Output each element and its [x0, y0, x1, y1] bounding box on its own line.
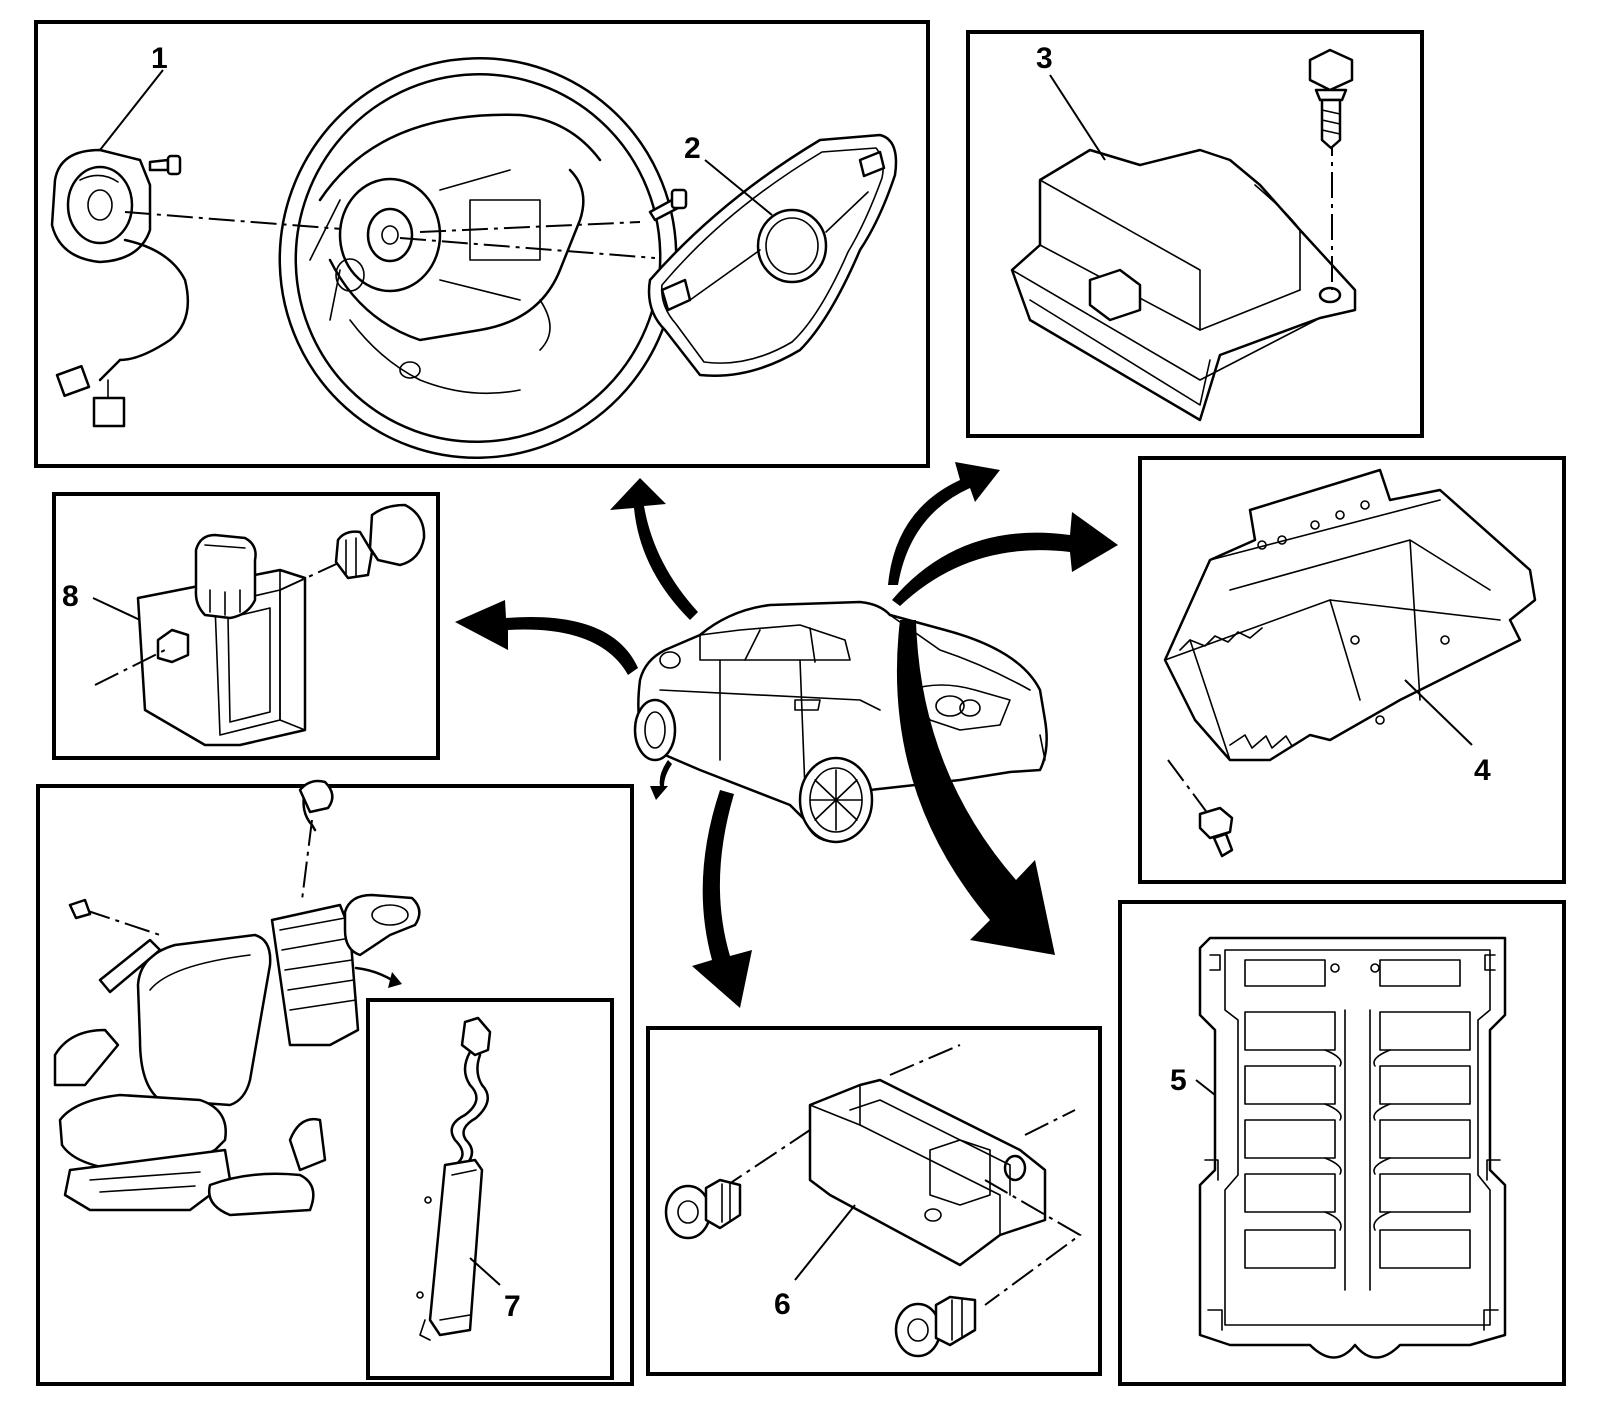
callout-8: 8: [62, 580, 79, 613]
panel-seat-sensor-mat: [1118, 900, 1566, 1386]
panel-passenger-airbag: [1138, 456, 1566, 884]
passenger-airbag-bolt: [1198, 806, 1234, 858]
impact-sensor: [808, 1078, 1047, 1267]
panel-sensing-module: [966, 30, 1424, 438]
callout-2: 2: [684, 132, 701, 165]
panel-steering-wheel: [34, 20, 930, 468]
panel-connector: [52, 492, 440, 760]
callout-1: 1: [151, 42, 168, 75]
pointer-arrows: [455, 462, 1118, 1008]
sensing-module-bolt: [1308, 48, 1354, 150]
callout-6: 6: [774, 1288, 791, 1321]
callouts: 1 2 3 4 5 6 7 8: [62, 42, 1491, 1323]
clock-spring: [50, 148, 190, 428]
panel-seat-assembly: [36, 779, 634, 1386]
seat-assembly: [53, 779, 421, 1217]
callout-4: 4: [1474, 754, 1491, 787]
sensing-diagnostic-module: [1010, 148, 1357, 422]
callout-3: 3: [1036, 42, 1053, 75]
callout-5: 5: [1170, 1064, 1187, 1097]
callout-7: 7: [504, 1290, 521, 1323]
panel-impact-sensor: [646, 1026, 1102, 1376]
impact-sensor-bolt-upper: [664, 1178, 742, 1240]
seat-belt-buckle-connector: [94, 503, 426, 747]
seat-side-airbag-module: [416, 1016, 492, 1341]
impact-sensor-bolt-lower: [894, 1295, 977, 1358]
driver-airbag-module: [647, 133, 898, 377]
steering-wheel: [278, 56, 678, 460]
passenger-airbag-module: [1163, 468, 1537, 762]
vehicle-illustration: [633, 600, 1048, 844]
occupant-sensor-mat: [1198, 936, 1507, 1359]
